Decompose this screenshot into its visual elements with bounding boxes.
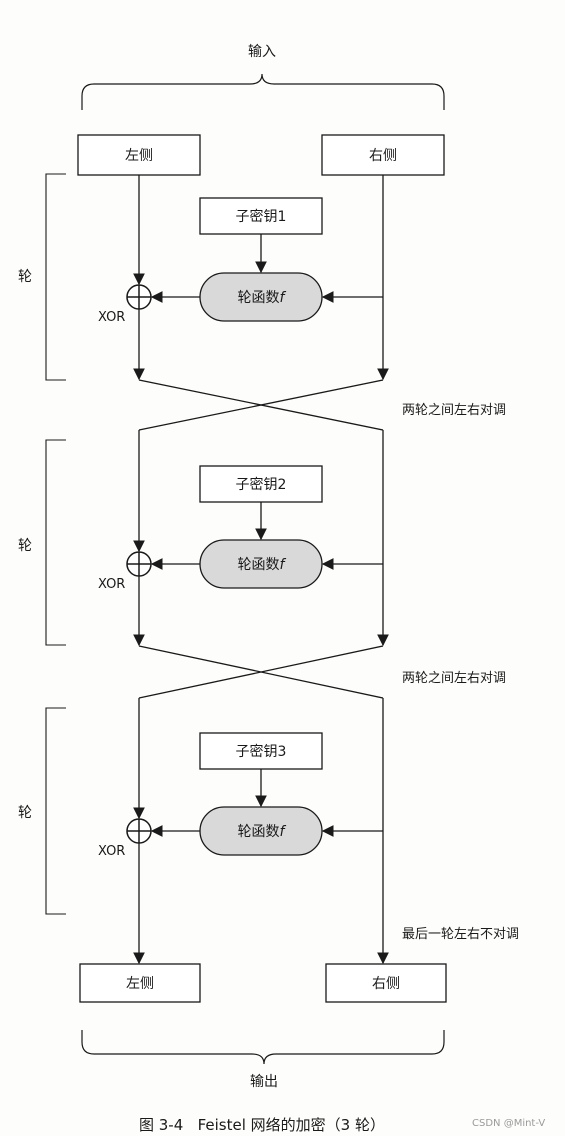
output-right-box (325, 963, 447, 1003)
round-3-xor-icon (126, 818, 152, 844)
output-brace (81, 1030, 445, 1065)
swap-2: 两轮之间左右对调 (138, 645, 506, 699)
output-left-box (79, 963, 201, 1003)
final-note: 最后一轮左右不对调 (402, 927, 519, 942)
round-1-xor-label: XOR (98, 310, 125, 325)
output-label: 输出 (250, 1074, 278, 1090)
round-2-bracket (45, 439, 66, 646)
input-brace (81, 73, 445, 110)
round-1-xor-icon (126, 284, 152, 310)
swap-1: 两轮之间左右对调 (138, 379, 506, 431)
round-2-xor-label: XOR (98, 577, 125, 592)
round-3-bracket (45, 707, 66, 915)
input-right-box-label: 右侧 (369, 148, 397, 164)
input-left-box (77, 134, 201, 176)
round-2-subkey-box (199, 465, 323, 503)
round-3: 轮 子密钥3 轮函数f XOR (18, 698, 383, 915)
round-1-side-label: 轮 (18, 269, 32, 285)
output-right-box-label: 右侧 (372, 976, 400, 992)
round-2-side-label: 轮 (18, 538, 32, 554)
input-label: 输入 (248, 44, 276, 60)
swap-2-note: 两轮之间左右对调 (402, 671, 506, 686)
input-right-box (321, 134, 445, 176)
watermark: CSDN @Mint-V (472, 1118, 545, 1129)
output-left-box-label: 左侧 (126, 976, 154, 992)
round-1-subkey-label: 子密钥1 (236, 208, 287, 225)
round-3-subkey-box (199, 732, 323, 770)
round-2-subkey-label: 子密钥2 (236, 476, 287, 493)
round-3-side-label: 轮 (18, 805, 32, 821)
input-left-box-label: 左侧 (125, 148, 153, 164)
round-1-bracket (45, 173, 66, 381)
round-3-function-label: 轮函数f (238, 824, 287, 840)
figure-caption: 图 3-4 Feistel 网络的加密（3 轮） (139, 1116, 385, 1134)
round-2: 轮 子密钥2 轮函数f XOR (18, 430, 389, 647)
round-3-subkey-label: 子密钥3 (236, 743, 287, 760)
swap-1-note: 两轮之间左右对调 (402, 403, 506, 418)
round-2-function-label: 轮函数f (238, 557, 287, 573)
swap-2-cross-right-to-left (138, 645, 384, 699)
round-2-xor-icon (126, 551, 152, 577)
round-1: 轮 子密钥1 轮函数f XOR (18, 173, 389, 381)
swap-1-cross-right-to-left (138, 379, 384, 431)
round-3-xor-label: XOR (98, 844, 125, 859)
round-1-function-label: 轮函数f (238, 290, 287, 306)
